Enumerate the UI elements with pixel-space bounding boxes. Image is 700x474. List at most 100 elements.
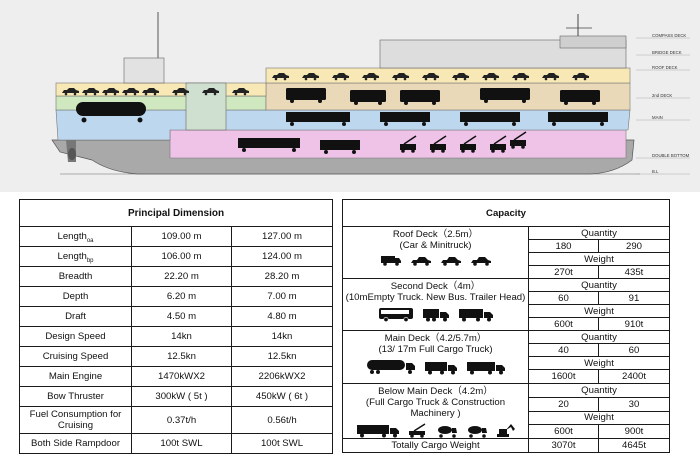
weight-value-2: 435t: [597, 265, 671, 279]
capacity-deck-cell: Main Deck（4.2/5.7m）(13/ 17m Full Cargo T…: [342, 330, 529, 384]
principal-row: Bow Thruster 300kW ( 5t )450kW ( 6t ): [19, 386, 334, 407]
principal-label-cell: Main Engine: [19, 366, 132, 387]
construction-machine: [400, 135, 417, 153]
principal-value-2: 7.00 m: [230, 286, 334, 307]
capacity-deck-cell: Second Deck（4m）(10mEmpty Truck. New Bus.…: [342, 278, 529, 331]
principal-value-2: 127.00 m: [230, 226, 334, 247]
aft-funnel: [123, 57, 165, 84]
quantity-value-1: 40: [528, 343, 599, 357]
quantity-value-2: 290: [597, 239, 671, 253]
principal-value-2: 450kW ( 6t ): [230, 386, 334, 407]
principal-value-1: 14kn: [131, 326, 232, 347]
deck-level-labels: COMPASS DECK BRIDGE DECK ROOF DECK 2nd D…: [636, 33, 690, 175]
deck-name: Roof Deck（2.5m）: [392, 229, 479, 240]
second-deck-vehicle: [286, 88, 326, 103]
deck-name: Main Deck（4.2/5.7m）: [384, 333, 487, 344]
roof-deck-car: [82, 88, 99, 96]
roof-deck-car: [452, 73, 469, 81]
deck-desc: (Car & Minitruck): [399, 240, 472, 251]
quantity-value-1: 180: [528, 239, 599, 253]
principal-row-label: Main Engine: [48, 371, 103, 382]
bridge: [559, 35, 627, 49]
ship-profile-diagram: COMPASS DECK BRIDGE DECK ROOF DECK 2nd D…: [0, 0, 700, 192]
roof-deck-car: [302, 73, 319, 81]
principal-label-cell: Fuel Consumption for Cruising: [19, 406, 132, 434]
roof-deck-car: [232, 88, 249, 96]
weight-header: Weight: [527, 356, 671, 370]
main-deck-truck: [548, 112, 608, 126]
deck-name: Second Deck（4m）: [390, 281, 481, 292]
principal-label-cell: Breadth: [19, 266, 132, 287]
principal-row-subscript: oa: [86, 237, 94, 244]
below-deck-truck: [238, 138, 300, 152]
principal-value-1: 1470kWX2: [131, 366, 232, 387]
deck-label-main: MAIN: [652, 115, 663, 120]
principal-row-label: Draft: [65, 311, 86, 322]
principal-label-cell: Bow Thruster: [19, 386, 132, 407]
weight-header: Weight: [527, 410, 671, 426]
principal-value-2: 28.20 m: [230, 266, 334, 287]
capacity-deck-cell: Below Main Deck（4.2m）(Full Cargo Truck &…: [342, 383, 529, 439]
principal-value-1: 12.5kn: [131, 346, 232, 367]
principal-row-subscript: bp: [86, 257, 94, 264]
roof-deck-car: [102, 88, 119, 96]
vehicles-layer: [62, 73, 608, 154]
quantity-header: Quantity: [527, 278, 671, 292]
capacity-table: Capacity Roof Deck（2.5m）(Car & Minitruck…: [341, 199, 671, 453]
second-deck-vehicle: [350, 90, 386, 105]
second-deck-vehicle: [480, 88, 530, 103]
deck-desc: (Full Cargo Truck & Construction Machine…: [365, 397, 506, 419]
principal-value-2: 12.5kn: [230, 346, 334, 367]
main-deck-tanker: [76, 102, 146, 123]
principal-row-label: Bow Thruster: [47, 391, 104, 402]
quantity-value-1: 60: [528, 291, 599, 305]
principal-value-2: 100t SWL: [230, 433, 334, 454]
total-value-2: 4645t: [597, 438, 671, 453]
quantity-value-2: 60: [597, 343, 671, 357]
principal-label-cell: Lengthbp: [19, 246, 132, 267]
weight-value-2: 900t: [597, 424, 671, 439]
propeller: [68, 148, 76, 160]
construction-machine: [510, 131, 527, 149]
capacity-deck-row: Main Deck（4.2/5.7m）(13/ 17m Full Cargo T…: [342, 330, 671, 384]
capacity-title: Capacity: [341, 199, 671, 227]
roof-deck-car: [542, 73, 559, 81]
principal-value-1: 300kW ( 5t ): [131, 386, 232, 407]
roof-deck-car: [142, 88, 159, 96]
principal-row-label: Breadth: [58, 271, 93, 282]
deck-label-roof: ROOF DECK: [652, 65, 678, 70]
roof-deck-car: [512, 73, 529, 81]
deck-vehicle-icons: [344, 423, 528, 438]
deck-vehicle-icons: [344, 359, 528, 375]
roof-deck-car: [422, 73, 439, 81]
quantity-header: Quantity: [527, 226, 671, 240]
quantity-value-1: 20: [528, 396, 599, 412]
principal-value-1: 22.20 m: [131, 266, 232, 287]
second-deck-vehicle: [560, 90, 600, 105]
principal-row-label: Design Speed: [45, 331, 106, 342]
main-deck-truck: [380, 112, 430, 126]
deck-label-base-line: B.L: [652, 169, 659, 174]
main-deck-truck: [286, 112, 350, 126]
second-deck-vehicle: [400, 90, 440, 105]
weight-value-1: 600t: [528, 424, 599, 439]
principal-row-label: Depth: [62, 291, 89, 302]
quantity-header: Quantity: [527, 330, 671, 344]
principal-row-label: Fuel Consumption for Cruising: [29, 409, 122, 431]
roof-deck-car: [332, 73, 349, 81]
principal-value-2: 14kn: [230, 326, 334, 347]
deck-desc: (10mEmpty Truck. New Bus. Trailer Head): [345, 292, 526, 303]
principal-value-1: 4.50 m: [131, 306, 232, 327]
weight-header: Weight: [527, 252, 671, 266]
principal-label-cell: Lengthoa: [19, 226, 132, 247]
weight-value-1: 270t: [528, 265, 599, 279]
below-deck-truck: [320, 140, 360, 154]
